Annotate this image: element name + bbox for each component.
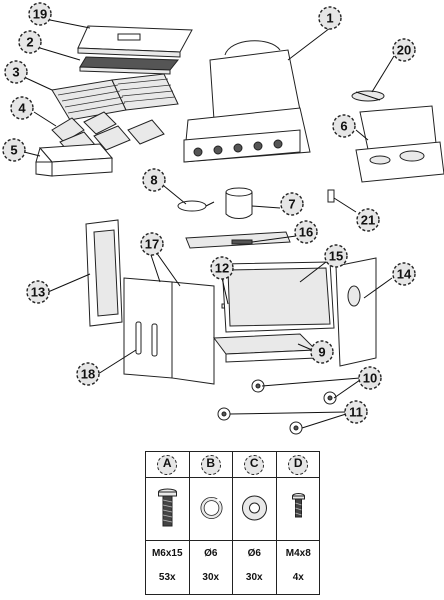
part-15-back-panel (221, 261, 335, 333)
svg-text:17: 17 (145, 237, 159, 252)
part-2-flame-tamer (79, 56, 180, 75)
hardware-column-c: C Ø6 30x (233, 452, 277, 594)
hardware-column-d: D M4x8 4x (277, 452, 321, 594)
callout-1: 1 (318, 6, 342, 30)
callout-8: 8 (142, 168, 166, 192)
hardware-letter: B (206, 456, 216, 470)
hardware-size: Ø6 (247, 548, 261, 559)
svg-text:8: 8 (150, 173, 157, 188)
callout-19: 19 (28, 2, 52, 26)
svg-text:3: 3 (12, 65, 19, 80)
callout-15: 15 (324, 244, 348, 268)
part-18-door-handles (135, 321, 158, 357)
lock-washer-icon (200, 497, 222, 519)
hardware-table: A M6x15 53x B Ø6 30x C Ø6 30x D (145, 451, 320, 595)
part-9-bottom-shelf (213, 333, 318, 363)
callout-20: 20 (392, 38, 416, 62)
part-4-heat-tents (51, 111, 165, 157)
hardware-letter: D (293, 456, 303, 470)
hardware-letter: C (249, 456, 259, 470)
svg-text:9: 9 (318, 345, 325, 360)
svg-text:15: 15 (329, 249, 343, 264)
hardware-size: Ø6 (204, 548, 218, 559)
svg-text:19: 19 (33, 7, 47, 22)
part-19-top-tray (77, 25, 193, 58)
callout-11: 11 (344, 400, 368, 424)
hardware-size: M4x8 (285, 548, 311, 559)
part-7-grease-cup (225, 187, 253, 219)
part-6-side-burner (355, 105, 444, 183)
hardware-column-a: A M6x15 53x (146, 452, 190, 594)
callout-9: 9 (310, 340, 334, 364)
svg-text:13: 13 (31, 285, 45, 300)
svg-text:7: 7 (288, 197, 295, 212)
part-1-grill-head (183, 40, 311, 163)
hardware-column-b: B Ø6 30x (190, 452, 233, 594)
callout-6: 6 (332, 114, 356, 138)
part-11-casters (217, 407, 303, 435)
part-3-cooking-grids (51, 73, 179, 121)
bolt-icon (158, 488, 177, 527)
svg-text:12: 12 (215, 261, 229, 276)
svg-text:16: 16 (299, 225, 313, 240)
hardware-quantity: 30x (245, 572, 263, 583)
part-21-bracket (327, 189, 335, 203)
svg-text:5: 5 (10, 143, 17, 158)
svg-text:4: 4 (18, 101, 26, 116)
svg-text:10: 10 (363, 371, 377, 386)
svg-text:1: 1 (326, 11, 333, 26)
leader-lines (23, 19, 395, 429)
hardware-quantity: 53x (158, 572, 176, 583)
part-14-right-panel (335, 257, 377, 367)
callout-16: 16 (294, 220, 318, 244)
callout-17: 17 (140, 232, 164, 256)
callout-5: 5 (2, 138, 26, 162)
callout-3: 3 (4, 60, 28, 84)
callout-13: 13 (26, 280, 50, 304)
callout-12: 12 (210, 256, 234, 280)
screw-icon (291, 493, 305, 518)
hardware-quantity: 30x (202, 572, 220, 583)
part-10-locking-casters (251, 379, 337, 405)
exploded-parts-diagram: 19 1 2 20 3 6 4 5 8 7 21 17 16 15 12 14 … (2, 2, 444, 435)
callout-18: 18 (76, 362, 100, 386)
callout-10: 10 (358, 366, 382, 390)
part-16-cross-bar (185, 231, 291, 249)
part-20-burner-grate (351, 90, 385, 102)
callout-7: 7 (280, 192, 304, 216)
callout-4: 4 (10, 96, 34, 120)
callout-14: 14 (392, 262, 416, 286)
hardware-size: M6x15 (151, 548, 183, 559)
hardware-letter: A (162, 456, 172, 470)
callout-21: 21 (356, 208, 380, 232)
hardware-quantity: 4x (292, 572, 304, 583)
svg-text:11: 11 (349, 405, 363, 420)
part-13-left-panel (85, 219, 123, 327)
svg-text:14: 14 (397, 267, 412, 282)
svg-text:21: 21 (361, 213, 375, 228)
svg-text:2: 2 (26, 35, 33, 50)
svg-text:20: 20 (397, 43, 411, 58)
svg-text:18: 18 (81, 367, 95, 382)
flat-washer-icon (242, 495, 267, 521)
callout-2: 2 (18, 30, 42, 54)
svg-text:6: 6 (340, 119, 347, 134)
part-5-side-tray (35, 143, 114, 177)
